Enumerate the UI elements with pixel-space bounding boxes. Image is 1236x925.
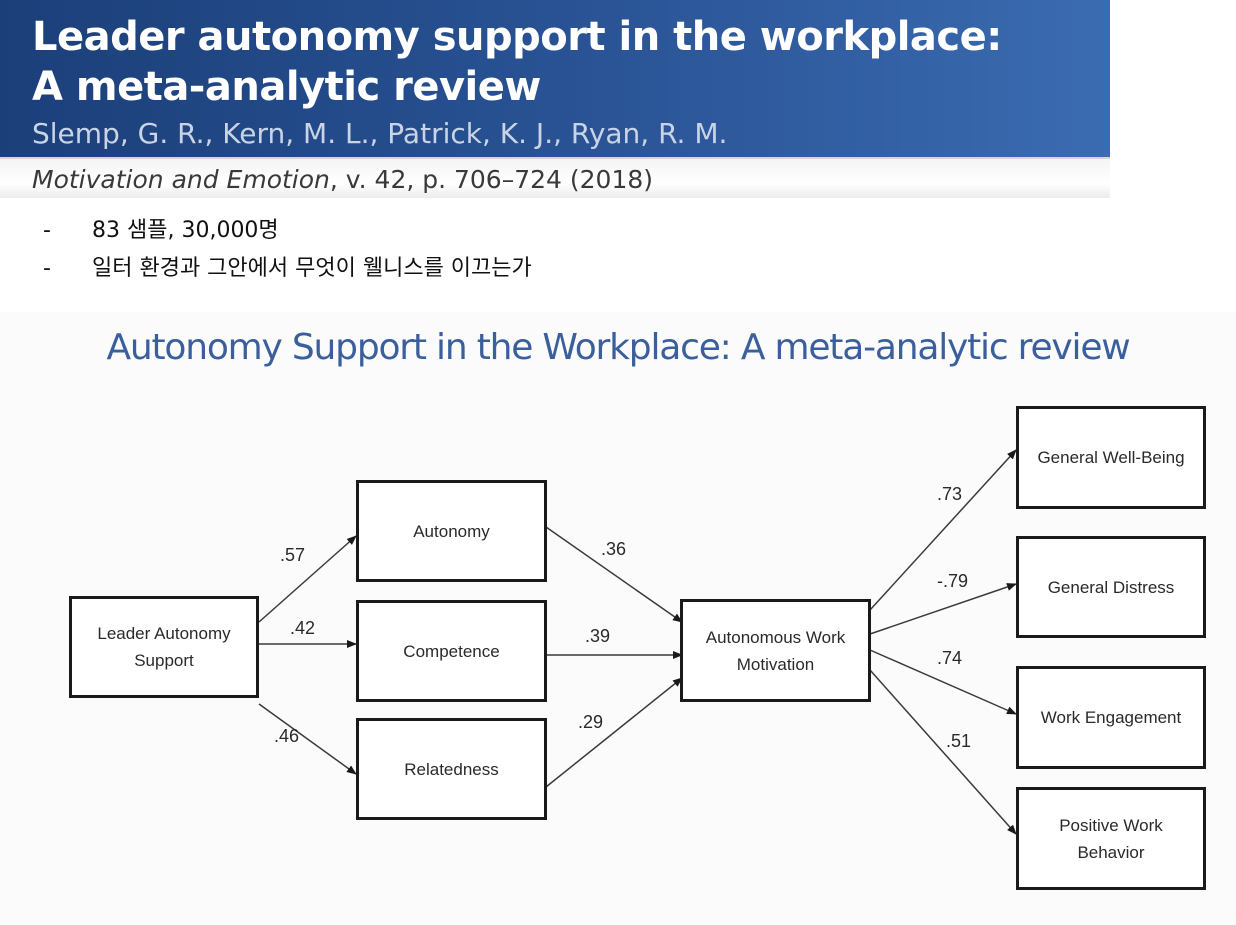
edge-label-motivation-wellbeing: .73 [937, 484, 963, 504]
edge-label-leader-competence: .42 [290, 618, 316, 638]
node-label: Work Engagement [1040, 708, 1182, 727]
edge-label-autonomy-motivation: .36 [601, 539, 627, 559]
node-competence: Competence [356, 600, 547, 702]
node-general-well-being: General Well-Being [1016, 406, 1206, 509]
node-label: Relatedness [404, 759, 499, 779]
diagram-title: Autonomy Support in the Workplace: A met… [106, 327, 1130, 368]
edge-motivation-wellbeing [869, 449, 1017, 611]
edge-label-competence-motivation: .39 [585, 626, 611, 646]
bullet-item: - 일터 환경과 그안에서 무엇이 웰니스를 이끄는가 [0, 250, 900, 288]
bullet-dash: - [43, 256, 51, 281]
paper-title-line-1: Leader autonomy support in the workplace… [32, 14, 1002, 60]
node-label: General Well-Being [1037, 448, 1185, 467]
node-label: General Distress [1047, 577, 1175, 597]
paper-authors: Slemp, G. R., Kern, M. L., Patrick, K. J… [32, 117, 728, 150]
edge-label-motivation-engagement: .74 [937, 648, 963, 668]
node-label: Autonomous Work Motivation [705, 627, 846, 674]
edge-label-leader-autonomy: .57 [280, 545, 306, 565]
paper-title-line-2: A meta-analytic review [32, 64, 541, 110]
edge-label-relatedness-motivation: .29 [578, 712, 604, 732]
edge-label-leader-relatedness: .46 [274, 726, 300, 746]
bullet-text-sample: 83 샘플, 30,000명 [92, 218, 279, 243]
node-label: Leader Autonomy Support [97, 624, 231, 670]
bullet-text-question: 일터 환경과 그안에서 무엇이 웰니스를 이끄는가 [92, 256, 532, 281]
bullet-list: - 83 샘플, 30,000명 - 일터 환경과 그안에서 무엇이 웰니스를 … [0, 212, 900, 288]
edge-motivation-engagement [869, 649, 1017, 715]
node-label: Autonomy [413, 521, 490, 541]
node-autonomy: Autonomy [356, 480, 547, 582]
edge-relatedness-motivation [545, 677, 683, 788]
edge-label-motivation-distress: -.79 [937, 571, 969, 591]
edge-leader-relatedness [258, 703, 357, 775]
edge-label-motivation-behavior: .51 [946, 731, 972, 751]
bullet-dash: - [43, 218, 51, 243]
journal-name: Motivation and Emotion [32, 165, 330, 194]
edge-leader-autonomy [258, 535, 357, 623]
node-work-engagement: Work Engagement [1016, 666, 1206, 769]
node-label: Positive Work Behavior [1059, 815, 1163, 862]
node-positive-work-behavior: Positive Work Behavior [1016, 787, 1206, 890]
node-label: Competence [403, 641, 500, 661]
node-leader-autonomy-support: Leader Autonomy Support [69, 596, 259, 698]
journal-strip: Motivation and Emotion, v. 42, p. 706–72… [0, 157, 1110, 198]
node-autonomous-work-motivation: Autonomous Work Motivation [680, 599, 871, 702]
journal-details: , v. 42, p. 706–724 (2018) [329, 165, 654, 194]
bullet-item: - 83 샘플, 30,000명 [0, 212, 900, 250]
paper-banner: Leader autonomy support in the workplace… [0, 0, 1110, 198]
node-general-distress: General Distress [1016, 536, 1206, 638]
journal-citation: Motivation and Emotion, v. 42, p. 706–72… [32, 163, 653, 197]
paper-title: Leader autonomy support in the workplace… [32, 12, 1102, 112]
edge-motivation-behavior [869, 669, 1017, 835]
node-relatedness: Relatedness [356, 718, 547, 820]
edge-autonomy-motivation [545, 526, 683, 623]
edge-motivation-distress [869, 583, 1017, 635]
